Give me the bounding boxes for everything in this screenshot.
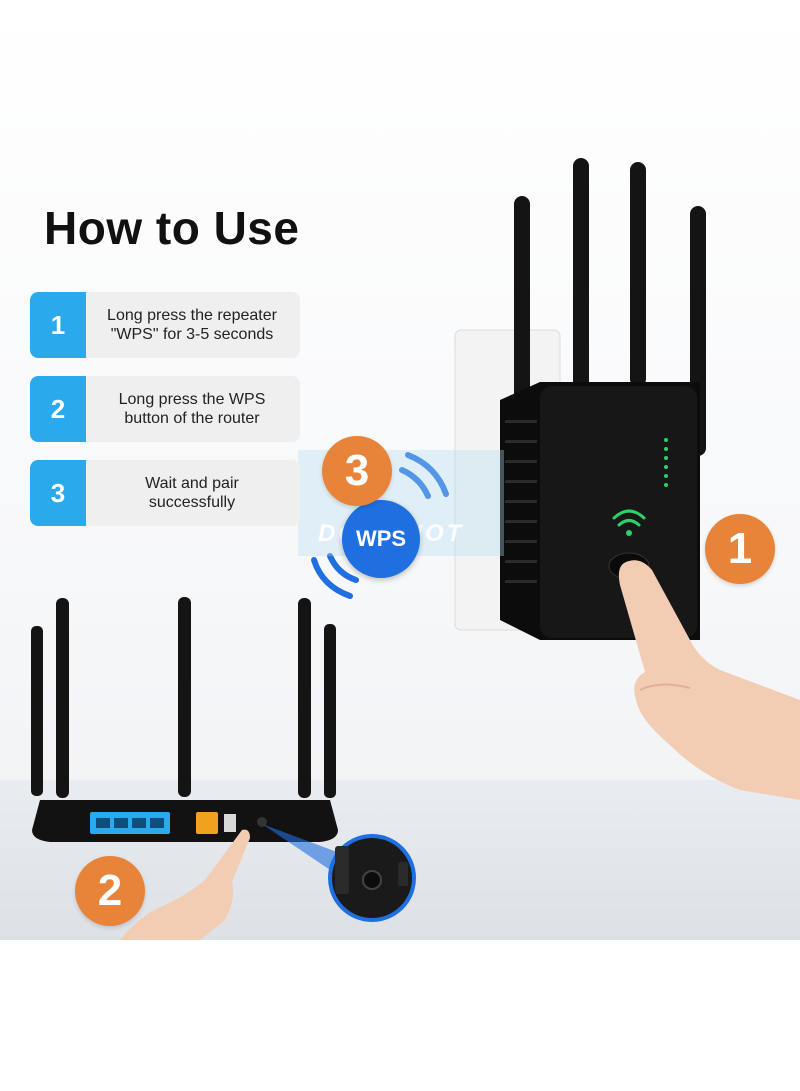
wps-zoom-callout <box>328 834 416 922</box>
wan-port <box>196 812 218 834</box>
router-wps-button <box>257 817 267 827</box>
hand-right <box>618 560 800 800</box>
router <box>32 800 338 842</box>
step-text: Long press the repeater "WPS" for 3-5 se… <box>107 307 277 343</box>
step-number: 1 <box>30 292 86 358</box>
step-card-2: 2 Long press the WPS button of the route… <box>30 376 300 442</box>
page-title: How to Use <box>44 202 300 254</box>
step-card-3: 3 Wait and pair successfully <box>30 460 300 526</box>
lan-ports <box>90 812 170 834</box>
step-text: Long press the WPS button of the router <box>118 391 266 427</box>
router-antennas <box>31 597 336 798</box>
badge-step-1: 1 <box>705 514 775 584</box>
hand-left <box>120 829 250 940</box>
wifi-icon <box>612 509 646 527</box>
step-text: Wait and pair successfully <box>145 475 239 511</box>
badge-step-3: 3 <box>322 436 392 506</box>
illustration <box>31 158 800 940</box>
step-number: 3 <box>30 460 86 526</box>
wifi-repeater <box>500 382 700 640</box>
step-number: 2 <box>30 376 86 442</box>
step-card-1: 1 Long press the repeater "WPS" for 3-5 … <box>30 292 300 358</box>
product-scene: DOWSHOT WPS 3 1 2 How to Use 1 Long pres… <box>0 0 800 940</box>
wps-badge: WPS <box>342 500 420 578</box>
repeater-antennas <box>514 158 706 486</box>
badge-step-2: 2 <box>75 856 145 926</box>
signal-waves <box>311 452 449 599</box>
led-indicators <box>664 438 668 487</box>
